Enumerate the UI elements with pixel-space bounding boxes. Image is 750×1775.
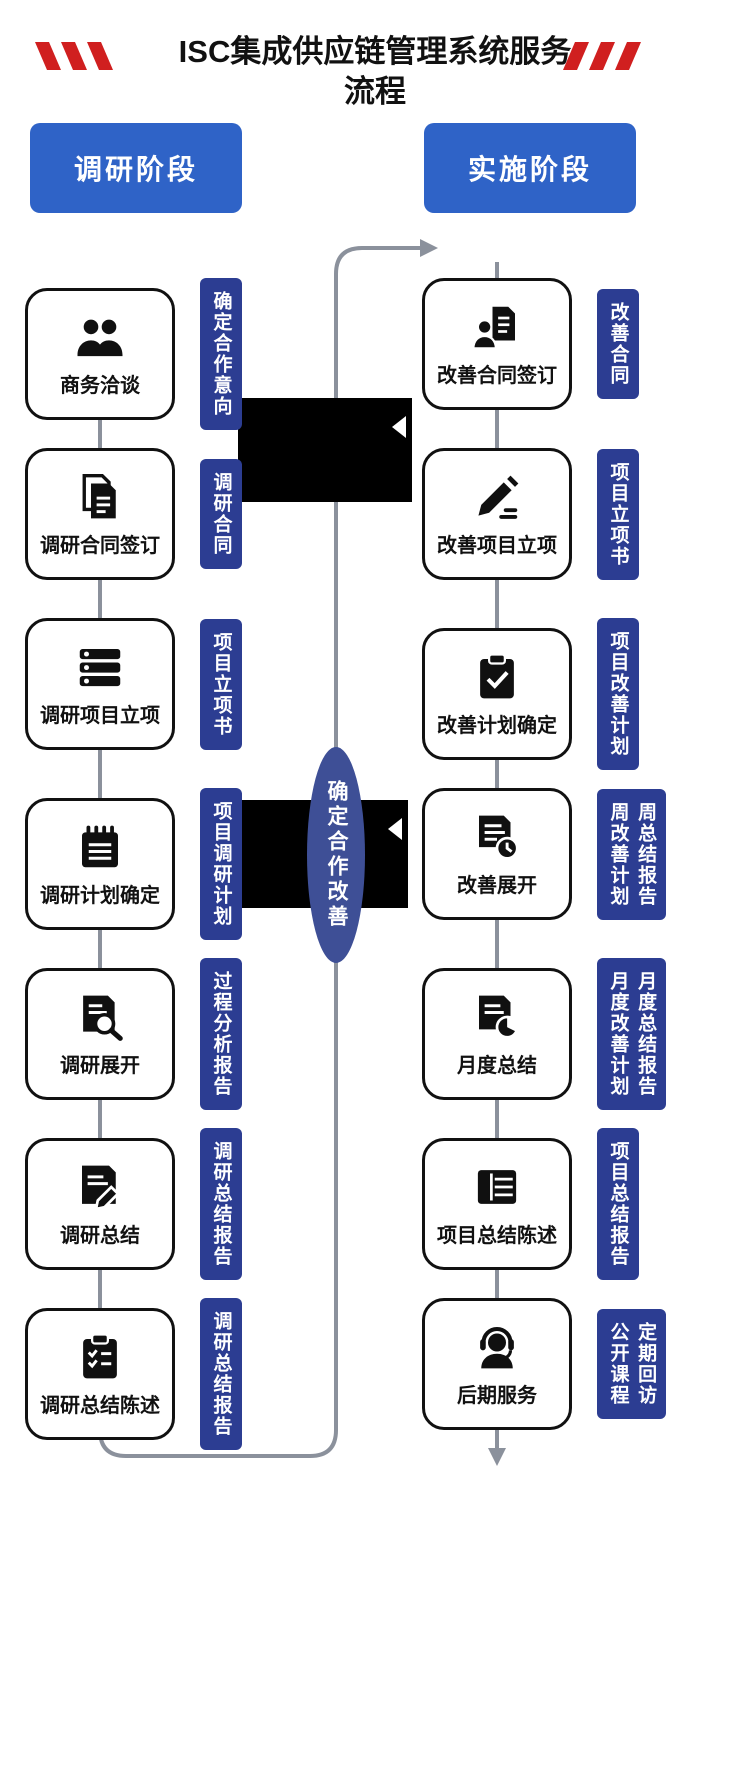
step-box: 后期服务 [422, 1298, 572, 1430]
step-label: 改善合同签订 [437, 365, 557, 387]
pencil-lines-icon [470, 470, 524, 524]
documents-icon [73, 470, 127, 524]
flow-step-research-presentation: 调研总结陈述 调研总结报告 [25, 1298, 325, 1450]
clipboard-list-icon [73, 1330, 127, 1384]
step-tag: 确定合作意向 [200, 278, 242, 430]
flow-step-improvement-plan: 改善计划确定 项目改善计划 [422, 618, 722, 770]
person-document-icon [470, 300, 524, 354]
flow-step-monthly-summary: 月度总结 月度改善计划 月度总结报告 [422, 958, 722, 1110]
center-decision-label: 确定合作改善 [325, 780, 348, 930]
step-label: 后期服务 [457, 1385, 537, 1407]
step-label: 调研总结陈述 [40, 1395, 160, 1417]
document-pencil-icon [73, 1160, 127, 1214]
table-icon [470, 1160, 524, 1214]
flow-step-improvement-contract: 改善合同签订 改善合同 [422, 278, 722, 410]
step-box: 调研合同签订 [25, 448, 175, 580]
step-tag: 调研合同 [200, 459, 242, 569]
step-label: 调研合同签订 [40, 535, 160, 557]
flow-step-research-project-initiation: 调研项目立项 项目立项书 [25, 618, 325, 750]
step-tag: 项目立项书 [200, 618, 242, 750]
flow-step-improvement-project-initiation: 改善项目立项 项目立项书 [422, 448, 722, 580]
flow-step-business-negotiation: 商务洽谈 确定合作意向 [25, 278, 325, 430]
step-box: 项目总结陈述 [422, 1138, 572, 1270]
red-stripes-left-icon [35, 42, 113, 70]
step-label: 调研总结 [60, 1225, 140, 1247]
step-box: 改善展开 [422, 788, 572, 920]
flow-step-research-summary: 调研总结 调研总结报告 [25, 1128, 325, 1280]
step-label: 调研计划确定 [40, 885, 160, 907]
step-box: 月度总结 [422, 968, 572, 1100]
step-tag: 项目改善计划 [597, 618, 639, 770]
headset-icon [470, 1320, 524, 1374]
step-box: 调研总结 [25, 1138, 175, 1270]
page-title: ISC集成供应链管理系统服务 流程 [178, 34, 572, 110]
flow-step-improvement-launch: 改善展开 周改善计划 周总结报告 [422, 788, 722, 920]
clipboard-check-icon [470, 650, 524, 704]
step-label: 月度总结 [457, 1055, 537, 1077]
flow-step-project-presentation: 项目总结陈述 项目总结报告 [422, 1128, 722, 1280]
step-label: 调研展开 [60, 1055, 140, 1077]
step-label: 项目总结陈述 [437, 1225, 557, 1247]
step-box: 调研展开 [25, 968, 175, 1100]
flow-step-after-service: 后期服务 公开课程 定期回访 [422, 1298, 722, 1430]
flow-step-research-launch: 调研展开 过程分析报告 [25, 958, 325, 1110]
redacted-block [238, 398, 412, 502]
phase-header-research: 调研阶段 [30, 123, 242, 213]
white-notch-icon [388, 818, 402, 840]
flow-step-research-plan: 调研计划确定 项目调研计划 [25, 788, 325, 940]
step-label: 改善项目立项 [437, 535, 557, 557]
step-tag: 调研总结报告 [200, 1298, 242, 1450]
center-decision-ellipse: 确定合作改善 [307, 747, 365, 963]
flow-step-research-contract: 调研合同签订 调研合同 [25, 448, 325, 580]
step-box: 调研总结陈述 [25, 1308, 175, 1440]
document-piechart-icon [470, 990, 524, 1044]
step-box: 调研计划确定 [25, 798, 175, 930]
step-tag: 项目调研计划 [200, 788, 242, 940]
step-label: 商务洽谈 [60, 375, 140, 397]
step-label: 改善展开 [457, 875, 537, 897]
red-stripes-right-icon [563, 42, 641, 70]
step-box: 调研项目立项 [25, 618, 175, 750]
list-icon [73, 640, 127, 694]
step-tag: 公开课程 定期回访 [597, 1309, 667, 1419]
step-tag: 调研总结报告 [200, 1128, 242, 1280]
document-search-icon [73, 990, 127, 1044]
step-tag: 改善合同 [597, 289, 639, 399]
arrowhead-down-icon [488, 1448, 506, 1466]
step-box: 改善合同签订 [422, 278, 572, 410]
step-tag: 项目总结报告 [597, 1128, 639, 1280]
step-label: 调研项目立项 [40, 705, 160, 727]
white-notch-icon [392, 416, 406, 438]
notepad-icon [73, 820, 127, 874]
document-clock-icon [470, 810, 524, 864]
people-icon [73, 310, 127, 364]
step-box: 改善项目立项 [422, 448, 572, 580]
arrowhead-right-icon [420, 239, 438, 257]
step-box: 改善计划确定 [422, 628, 572, 760]
phase-header-implementation: 实施阶段 [424, 123, 636, 213]
step-label: 改善计划确定 [437, 715, 557, 737]
step-tag: 过程分析报告 [200, 958, 242, 1110]
step-box: 商务洽谈 [25, 288, 175, 420]
step-tag: 周改善计划 周总结报告 [597, 788, 667, 920]
step-tag: 项目立项书 [597, 448, 639, 580]
step-tag: 月度改善计划 月度总结报告 [597, 958, 667, 1110]
